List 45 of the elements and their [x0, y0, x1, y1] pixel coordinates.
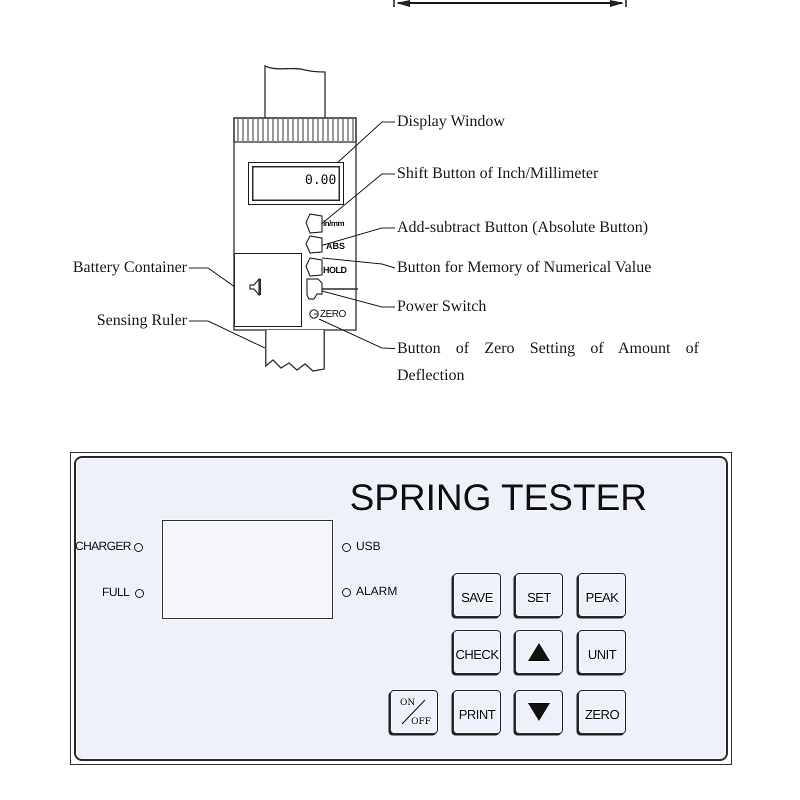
panel-title: SPRING TESTER — [350, 477, 647, 519]
panel-key: SET — [515, 573, 563, 617]
leader-line — [338, 122, 396, 162]
leader-line — [318, 318, 396, 349]
indicator-label: USB — [356, 539, 381, 553]
callout-label: Sensing Ruler — [96, 311, 187, 331]
zero-button — [309, 309, 319, 319]
display-reading: 0.00 — [305, 173, 336, 188]
leader-line — [322, 258, 396, 268]
button-label: HOLD — [323, 265, 346, 275]
panel-key: CHECK — [453, 630, 501, 674]
panel-key: PRINT — [453, 690, 501, 734]
callout-label: Shift Button of Inch/Millimeter — [397, 164, 598, 184]
control-panel — [70, 452, 732, 765]
leader-line — [188, 268, 234, 287]
key-text: OFF — [411, 717, 431, 727]
battery-compartment — [234, 253, 302, 327]
leader-line — [322, 228, 396, 246]
callout-label: Display Window — [397, 112, 505, 132]
power-key — [390, 690, 438, 734]
panel-key: ZERO — [578, 690, 626, 734]
callout-label: Power Switch — [397, 297, 486, 317]
callout-label: Button of Zero Setting of Amount of Deflection — [397, 335, 699, 389]
panel-key: PEAK — [578, 573, 626, 617]
button-label: ABS — [326, 241, 346, 251]
leader-line — [322, 174, 396, 224]
leader-line — [322, 290, 396, 308]
arrow-key — [515, 690, 563, 734]
callout-label: Button for Memory of Numerical Value — [397, 258, 652, 278]
arrow-key — [515, 630, 563, 674]
sensing-ruler — [265, 330, 325, 372]
panel-key: SAVE — [453, 573, 501, 617]
key-text: ON — [400, 698, 416, 708]
button-label: in/mm — [323, 219, 344, 228]
callout-label: Add-subtract Button (Absolute Button) — [397, 218, 648, 238]
display-window — [248, 162, 344, 205]
gauge-button — [306, 258, 322, 276]
display-screen — [162, 520, 333, 619]
callout-label: Battery Container — [72, 258, 187, 278]
indicator-label: FULL — [102, 585, 130, 599]
panel-key: UNIT — [578, 630, 626, 674]
gauge-button — [306, 236, 322, 253]
leader-line — [188, 320, 266, 349]
indicator-label: ALARM — [356, 584, 398, 598]
button-label: ZERO — [320, 309, 346, 320]
